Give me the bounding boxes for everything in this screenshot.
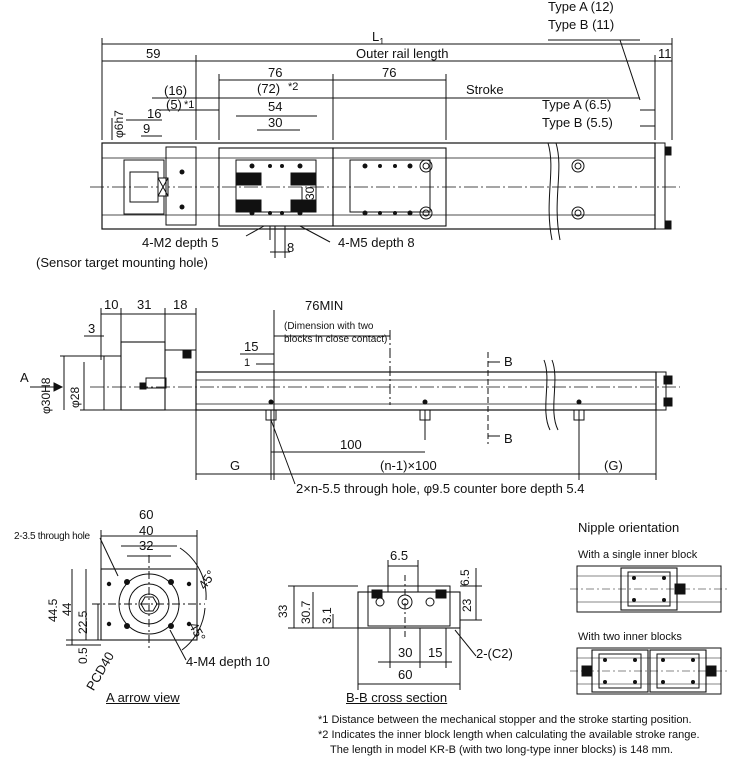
- dim-32: 32: [139, 538, 154, 553]
- type-b-11-label: Type B (11): [548, 17, 615, 32]
- dim-54: 54: [268, 99, 283, 114]
- note1-mark: *1: [184, 99, 195, 111]
- g-label: G: [230, 458, 241, 473]
- note-2-line2: The length in model KR-B (with two long-…: [330, 744, 673, 756]
- dim-9: 9: [143, 121, 151, 136]
- note2-mark: *2: [288, 81, 299, 93]
- stroke-label: Stroke: [466, 82, 504, 97]
- dim-76a: 76: [268, 65, 283, 80]
- section-b-top: B: [504, 354, 513, 369]
- type-a-65-label: Type A (6.5): [542, 97, 612, 112]
- dim-15: 15: [244, 339, 259, 354]
- m5-label: 4-M5 depth 8: [338, 235, 415, 250]
- dim-6-5-horizontal: 6.5: [390, 548, 409, 563]
- nipple-single-label: With a single inner block: [578, 549, 698, 561]
- dim-18: 18: [173, 297, 188, 312]
- close-contact-line1: (Dimension with two: [284, 321, 374, 332]
- dim-76min: 76MIN: [305, 298, 344, 313]
- dim-3-1: 3.1: [320, 607, 334, 624]
- dim-100: 100: [340, 437, 362, 452]
- dim-33: 33: [276, 604, 290, 618]
- m2-label: 4-M2 depth 5: [142, 235, 219, 250]
- dim-72: (72): [257, 81, 281, 96]
- dim-11: 11: [658, 46, 672, 61]
- dim-16-paren: (16): [164, 83, 188, 98]
- dim-15-bb: 15: [428, 645, 443, 660]
- note-2-line1: *2 Indicates the inner block length when…: [318, 729, 700, 741]
- nipple-title: Nipple orientation: [578, 520, 680, 535]
- dim-1: 1: [244, 357, 251, 369]
- dim-6-5-vertical: 6.5: [458, 569, 472, 586]
- dim-16: 16: [147, 106, 162, 121]
- nipple-double-label: With two inner blocks: [578, 631, 682, 643]
- section-b-bottom: B: [504, 431, 513, 446]
- type-a-12-label: Type A (12): [548, 0, 614, 14]
- dim-31: 31: [137, 297, 152, 312]
- dim-30h8: φ30H8: [39, 377, 53, 414]
- dim-30-vertical: 30: [303, 186, 317, 200]
- n1-100-label: (n-1)×100: [380, 458, 437, 473]
- l1-label: L1: [372, 30, 384, 49]
- dim-5-paren: (5): [166, 97, 182, 112]
- dim-30: 30: [268, 115, 283, 130]
- dim-23: 23: [460, 598, 474, 612]
- note-1: *1 Distance between the mechanical stopp…: [318, 714, 692, 726]
- bb-section-caption: B-B cross section: [346, 690, 448, 705]
- dim-60: 60: [139, 507, 154, 522]
- holes-label: 2×n-5.5 through hole, φ9.5 counter bore …: [296, 481, 585, 496]
- g-paren-label: (G): [604, 458, 623, 473]
- dim-0-5: 0.5: [76, 647, 90, 664]
- dim-28: φ28: [68, 386, 82, 408]
- bb-view-geometry: [288, 560, 482, 690]
- type-b-55-label: Type B (5.5): [542, 115, 613, 130]
- dim-40: 40: [139, 523, 154, 538]
- close-contact-line2: blocks in close contact): [284, 334, 388, 345]
- top-view-geometry: [90, 38, 680, 258]
- dim-10: 10: [104, 297, 119, 312]
- dim-59: 59: [146, 46, 161, 61]
- nipple-geometry: [570, 565, 728, 695]
- l1-sub: 1: [379, 36, 385, 47]
- c2-label: 2-(C2): [476, 646, 513, 661]
- dim-8: 8: [287, 240, 295, 255]
- dim-44: 44: [60, 602, 74, 616]
- dim-44-5: 44.5: [46, 598, 60, 622]
- dim-6h7: φ6h7: [112, 110, 126, 138]
- l1-main: L: [372, 29, 380, 44]
- outer-rail-label: Outer rail length: [356, 46, 449, 61]
- arrow-a-label: A: [20, 370, 29, 385]
- dim-76b: 76: [382, 65, 397, 80]
- side-view-geometry: [30, 308, 680, 485]
- a-view-geometry: [66, 530, 207, 661]
- dim-30-7: 30.7: [299, 600, 313, 624]
- sensor-label: (Sensor target mounting hole): [36, 255, 208, 270]
- dim-30-bb: 30: [398, 645, 413, 660]
- dim-22-5: 22.5: [76, 610, 90, 634]
- m4-label: 4-M4 depth 10: [186, 654, 270, 669]
- a-arrow-view-caption: A arrow view: [106, 690, 180, 705]
- dim-3: 3: [88, 321, 96, 336]
- dim-60-bb: 60: [398, 667, 413, 682]
- through-hole-label: 2-3.5 through hole: [14, 531, 90, 542]
